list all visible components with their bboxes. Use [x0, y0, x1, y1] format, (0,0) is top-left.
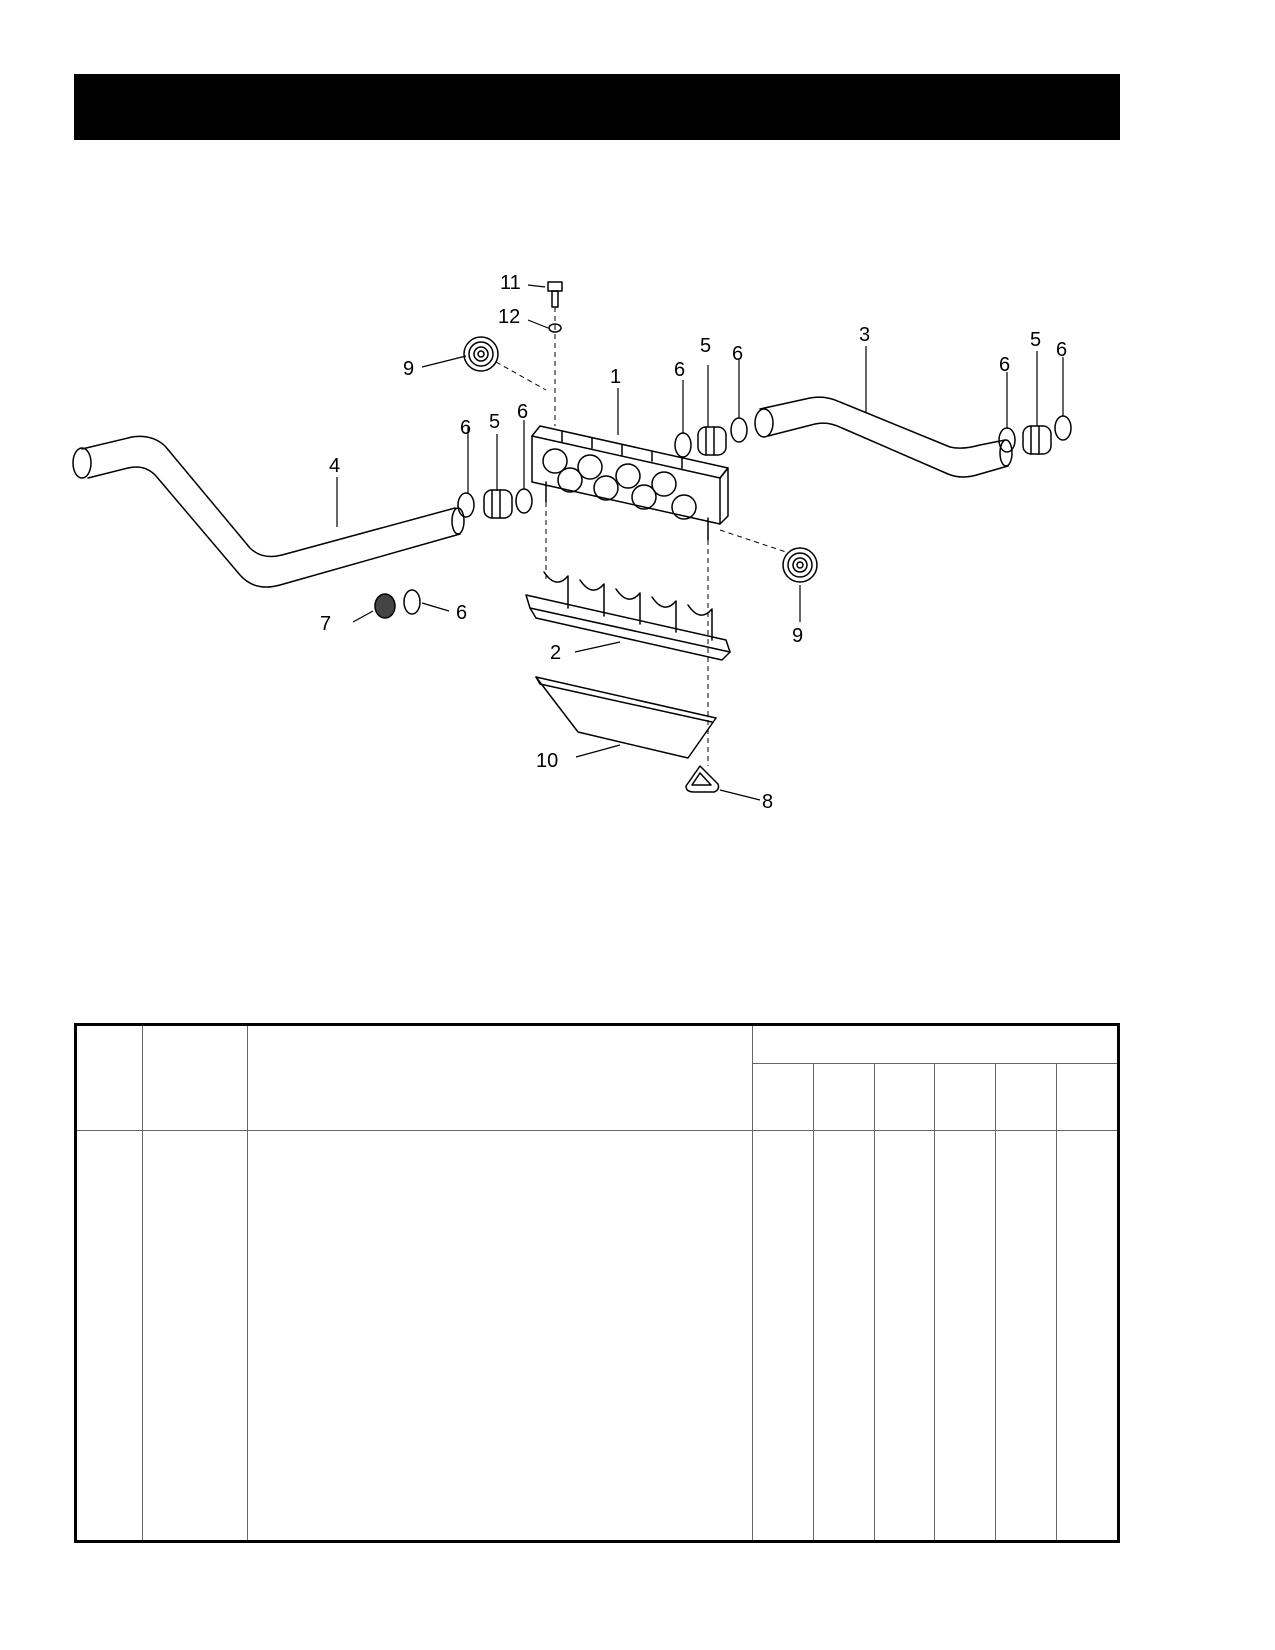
callout-10: 10: [536, 750, 558, 772]
column-divider: [874, 1063, 875, 1540]
callout-9-upper: 9: [403, 358, 414, 380]
end-cap: [374, 593, 396, 619]
callout-9-lower: 9: [792, 625, 803, 647]
hose-clamps: [403, 415, 1072, 615]
callout-11: 11: [500, 272, 521, 294]
header-subdivider: [752, 1063, 1117, 1064]
parts-list-table: [74, 1023, 1120, 1543]
pipe-left: [72, 435, 465, 588]
callout-6-a: 6: [460, 417, 471, 439]
pipe-right: [754, 396, 1013, 478]
callout-6-e: 6: [999, 354, 1010, 376]
callout-3: 3: [859, 324, 870, 346]
saddle-tray: [525, 571, 731, 661]
exploded-parts-diagram: 1 2 3 4 5 5 5 6 6 6 6 6 6 6 7 8 9 9 10 1…: [72, 272, 1072, 813]
seal-roll-lower: [782, 547, 818, 583]
header-divider: [77, 1130, 1117, 1131]
washer: [548, 323, 562, 333]
coupler-left: [483, 489, 513, 519]
page-header-bar: [74, 74, 1120, 140]
callout-5-middle: 5: [700, 335, 711, 357]
callout-1: 1: [610, 366, 621, 388]
callout-2: 2: [550, 642, 561, 664]
bolt: [547, 281, 563, 308]
column-divider: [142, 1026, 143, 1540]
column-divider: [934, 1063, 935, 1540]
manifold-bracket: [531, 425, 729, 541]
callout-6-g: 6: [456, 602, 467, 624]
seal-roll-upper: [463, 336, 499, 372]
callout-5-left: 5: [489, 411, 500, 433]
column-divider: [813, 1063, 814, 1540]
handle-grip: [685, 765, 720, 793]
callout-7: 7: [320, 613, 331, 635]
callout-12: 12: [498, 306, 520, 328]
coupler-right: [1022, 425, 1052, 455]
column-divider: [1056, 1063, 1057, 1540]
callout-8: 8: [762, 791, 773, 813]
callout-4: 4: [329, 455, 340, 477]
drip-pan: [535, 676, 717, 759]
column-divider: [752, 1026, 753, 1540]
callout-6-c: 6: [674, 359, 685, 381]
column-divider: [995, 1063, 996, 1540]
callout-6-f: 6: [1056, 339, 1067, 361]
callout-6-d: 6: [732, 343, 743, 365]
column-divider: [247, 1026, 248, 1540]
callout-5-right: 5: [1030, 329, 1041, 351]
coupler-middle: [697, 426, 727, 456]
callout-6-b: 6: [517, 401, 528, 423]
